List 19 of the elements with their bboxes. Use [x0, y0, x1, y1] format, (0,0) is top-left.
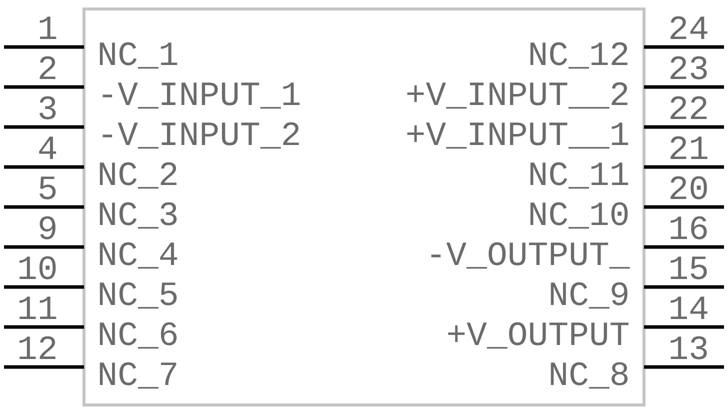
ic-body [82, 8, 646, 406]
pin-name: NC_9 [550, 282, 628, 309]
pin-name: NC_5 [100, 282, 177, 309]
pin-name: +V_INPUT__1 [407, 122, 628, 149]
pin-name: NC_10 [530, 202, 628, 229]
pin-name: -V_INPUT_1 [102, 82, 300, 109]
pin-name: NC_3 [100, 202, 177, 229]
pin-name: NC_12 [530, 42, 628, 69]
pin-name: +V_INPUT__2 [407, 82, 628, 109]
pin-name: NC_4 [100, 242, 178, 269]
pin-name: NC_11 [530, 162, 628, 189]
pin-name: NC_6 [100, 322, 177, 349]
pin-name: NC_1 [100, 42, 178, 69]
pin-name: NC_2 [100, 162, 176, 189]
pin-name: NC_7 [100, 362, 176, 389]
pin-name: -V_OUTPUT_ [431, 242, 630, 269]
pin-name: +V_OUTPUT [448, 322, 628, 349]
pin-name: -V_INPUT_2 [102, 122, 299, 149]
pin-name: NC_8 [550, 362, 628, 389]
